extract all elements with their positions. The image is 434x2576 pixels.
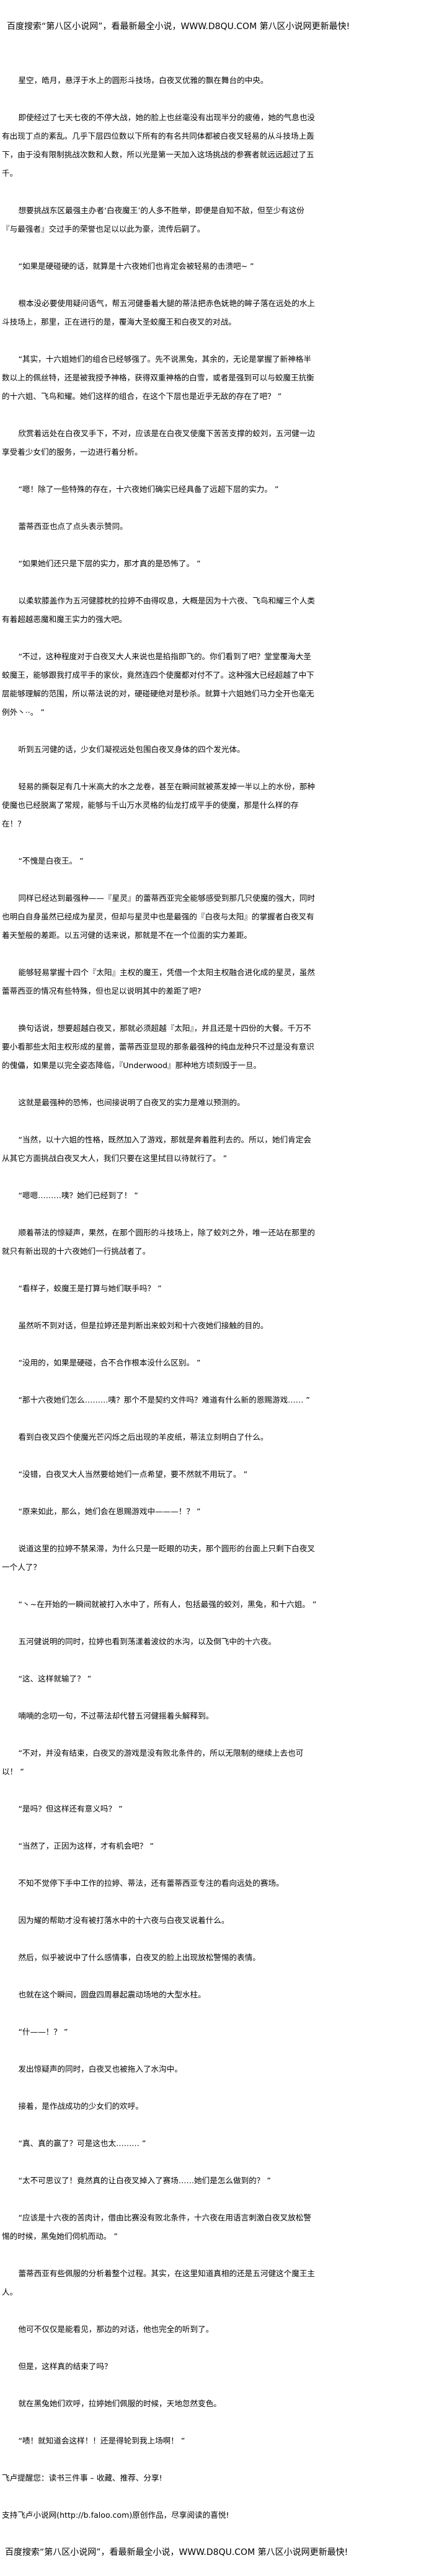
story-paragraph: 喃喃的念叨一句，不过蒂法却代替五河健摇着头解释到。 bbox=[18, 1711, 214, 1720]
story-paragraph: 发出惊疑声的同时，白夜叉也被拖入了水沟中。 bbox=[18, 2064, 182, 2074]
story-paragraph: 同样已经达到最强种——『星灵』的蕾蒂西亚完全能够感受到那几只使魔的强大，同时也明… bbox=[2, 893, 316, 940]
site-banner-top: 百度搜索“第八区小说网”，看最新最全小说，WWW.D8QU.COM 第八区小说网… bbox=[7, 22, 350, 32]
story-paragraph: 轻易的撕裂足有几十米高大的水之龙卷，甚至在瞬间就被蒸发掉一半以上的水份，那种使魔… bbox=[2, 782, 316, 828]
story-paragraph: “那十六夜她们怎么………咦？那个不是契约文件吗？难道有什么新的恩赐游戏…… ” bbox=[18, 1395, 310, 1404]
story-paragraph: 欣赏着远处在白夜叉手下，不对，应该是在白夜叉使魔下苦苦支撑的蛟刘，五河健一边享受… bbox=[2, 429, 316, 457]
story-paragraph: “看样子，蛟魔王是打算与她们联手吗？ ” bbox=[18, 1284, 162, 1293]
story-paragraph: “不过，这种程度对于白夜叉大人来说也是掐指即飞的。你们看到了吧？堂堂覆海大圣蛟魔… bbox=[2, 652, 314, 717]
story-paragraph: 然后，似乎被说中了什么感情事，白夜叉的脸上出现放松警惕的表情。 bbox=[18, 1953, 260, 1962]
story-paragraph: 接着，是作战成功的少女们的欢呼。 bbox=[18, 2101, 143, 2111]
story-paragraph: 星空，皓月，悬浮于水上的圆形斗技场，白夜叉优雅的飘在舞台的中央。 bbox=[18, 76, 268, 85]
story-paragraph: “如果她们还只是下层的实力，那才真的是恐怖了。 ” bbox=[18, 559, 201, 568]
site-banner-bottom: 百度搜索“第八区小说网”，看最新最全小说，WWW.D8QU.COM 第八区小说网… bbox=[5, 2548, 348, 2557]
story-paragraph: “这、这样就输了？ ” bbox=[18, 1674, 92, 1683]
story-paragraph: 这就是最强种的恐怖，也间接说明了白夜叉的实力是难以预测的。 bbox=[18, 1098, 245, 1107]
story-paragraph: 但是，这样真的结束了吗？ bbox=[18, 2362, 112, 2371]
story-paragraph: 蕾蒂西亚也点了点头表示赞同。 bbox=[18, 522, 128, 531]
story-paragraph: “应该是十六夜的苦肉计，借由比赛没有败北条件，十六夜在用语言刺激白夜叉放松警惕的… bbox=[2, 2213, 311, 2241]
story-paragraph: “原来如此，那么，她们会在恩赐游戏中———！？ ” bbox=[18, 1507, 201, 1516]
story-paragraph: 能够轻易掌握十四个『太阳』主权的魔王，凭借一个太阳主权融合进化成的星灵，虽然蕾蒂… bbox=[2, 968, 316, 996]
chapter-body: 星空，皓月，悬浮于水上的圆形斗技场，白夜叉优雅的飘在舞台的中央。即使经过了七天七… bbox=[2, 71, 318, 2450]
story-paragraph: 他可不仅仅是能看见，那边的对话，他也完全的听到了。 bbox=[18, 2324, 214, 2334]
story-paragraph: 换句话说，想要超越白夜叉，那就必须超越『太阳』，并且还是十四份的大餐。千万不要小… bbox=[2, 1023, 314, 1070]
story-paragraph: “太不可思议了！竟然真的让白夜叉掉入了赛场……她们是怎么做到的？ ” bbox=[18, 2176, 271, 2185]
story-paragraph: 就在黑兔她们欢呼，拉婷她们佩服的时候，天地忽然变色。 bbox=[18, 2399, 221, 2408]
story-paragraph: 因为耀的帮助才没有被打落水中的十六夜与白夜叉说着什么。 bbox=[18, 1916, 229, 1925]
story-paragraph: “啧！就知道会这样！！还是得轮到我上场啊！ ” bbox=[18, 2436, 185, 2445]
story-paragraph: 以柔软膝盖作为五河健膝枕的拉婷不由得叹息，大概是因为十六夜、飞鸟和耀三个人类有着… bbox=[2, 596, 316, 624]
story-paragraph: 五河健说明的同时，拉婷也看到荡漾着波纹的水沟，以及倒飞中的十六夜。 bbox=[18, 1637, 277, 1646]
story-paragraph: “没错，白夜叉大人当然要给她们一点希望，要不然就不用玩了。 ” bbox=[18, 1470, 248, 1479]
chapter-page: 百度搜索“第八区小说网”，看最新最全小说，WWW.D8QU.COM 第八区小说网… bbox=[0, 17, 350, 2562]
story-paragraph: “嗯！除了一些特殊的存在，十六夜她们确实已经具备了远超下层的实力。 ” bbox=[18, 484, 279, 494]
story-paragraph: “什——！？ ” bbox=[18, 2027, 68, 2036]
story-paragraph: “丶~在开始的一瞬间就被打入水中了，所有人，包括最强的蛟刘，黑兔，和十六姐。 ” bbox=[18, 1600, 317, 1609]
story-paragraph: 想要挑战东区最强主办者‘白夜魔王’的人多不胜举，即便是自知不敌，但至少有这份『与… bbox=[2, 206, 304, 234]
footer-reminder: 飞卢提醒您：读书三件事 – 收藏、推荐、分享! bbox=[2, 2473, 162, 2482]
story-paragraph: 即使经过了七天七夜的不停大战，她的脸上也丝毫没有出现半分的疲倦，她的气息也没有出… bbox=[2, 113, 316, 178]
story-paragraph: “是吗？但这样还有意义吗？ ” bbox=[18, 1804, 123, 1813]
story-paragraph: “不对，并没有结束，白夜叉的游戏是没有败北条件的，所以无限制的继续上去也可以！ … bbox=[2, 1748, 304, 1776]
story-paragraph: 看到白夜叉四个使魔光芒闪烁之后出现的羊皮纸，蒂法立刻明白了什么。 bbox=[18, 1432, 268, 1442]
story-paragraph: “当然，以十六姐的性格，既然加入了游戏，那就是奔着胜利去的。所以，她们肯定会从其… bbox=[2, 1135, 311, 1163]
story-paragraph: 蕾蒂西亚有些佩服的分析着整个过程。其实，在这里知道真相的还是五河健这个魔王主人。 bbox=[2, 2269, 316, 2297]
story-paragraph: “没用的，如果是硬碰，合不合作根本没什么区别。 ” bbox=[18, 1358, 201, 1367]
footer-support-link[interactable]: 支持飞卢小说网(http://b.faloo.com)原创作品，尽享阅读的喜悦! bbox=[2, 2510, 229, 2520]
story-paragraph: “真、真的赢了？可是这也太……… ” bbox=[18, 2139, 146, 2148]
story-paragraph: “不愧是白夜王。 ” bbox=[18, 856, 84, 865]
story-paragraph: 说道这里的拉婷不禁呆滞，为什么只是一眨眼的功夫，那个圆形的台面上只剩下白夜叉一个… bbox=[2, 1544, 316, 1572]
story-paragraph: 顺着蒂法的惊疑声，果然，在那个圆形的斗技场上，除了蛟刘之外，唯一还站在那里的就只… bbox=[2, 1228, 316, 1256]
story-paragraph: “当然了，正因为这样，才有机会吧？ ” bbox=[18, 1841, 154, 1851]
story-paragraph: 虽然听不到对话，但是拉婷还是判断出来蛟刘和十六夜她们接触的目的。 bbox=[18, 1321, 268, 1330]
story-paragraph: 不知不觉停下手中工作的拉婷、蒂法，还有蕾蒂西亚专注的看向远处的赛场。 bbox=[18, 1878, 284, 1888]
story-paragraph: “如果是硬碰硬的话，就算是十六夜她们也肯定会被轻易的击溃吧~ ” bbox=[18, 261, 254, 271]
story-paragraph: 也就在这个瞬间，圆盘四周暴起震动场地的大型水柱。 bbox=[18, 1990, 206, 1999]
story-paragraph: “嗯嗯………咦？她们已经到了！ ” bbox=[18, 1191, 138, 1200]
story-paragraph: 根本没必要使用疑问语气，帮五河健垂着大腿的蒂法把赤色妩艳的眸子落在远处的水上斗技… bbox=[2, 299, 316, 326]
story-paragraph: “其实，十六姐她们的组合已经够强了。先不说黑兔，其余的，无论是掌握了新神格半数以… bbox=[2, 354, 314, 401]
story-paragraph: 听到五河健的话，少女们凝视远处包围白夜叉身体的四个发光体。 bbox=[18, 745, 245, 754]
